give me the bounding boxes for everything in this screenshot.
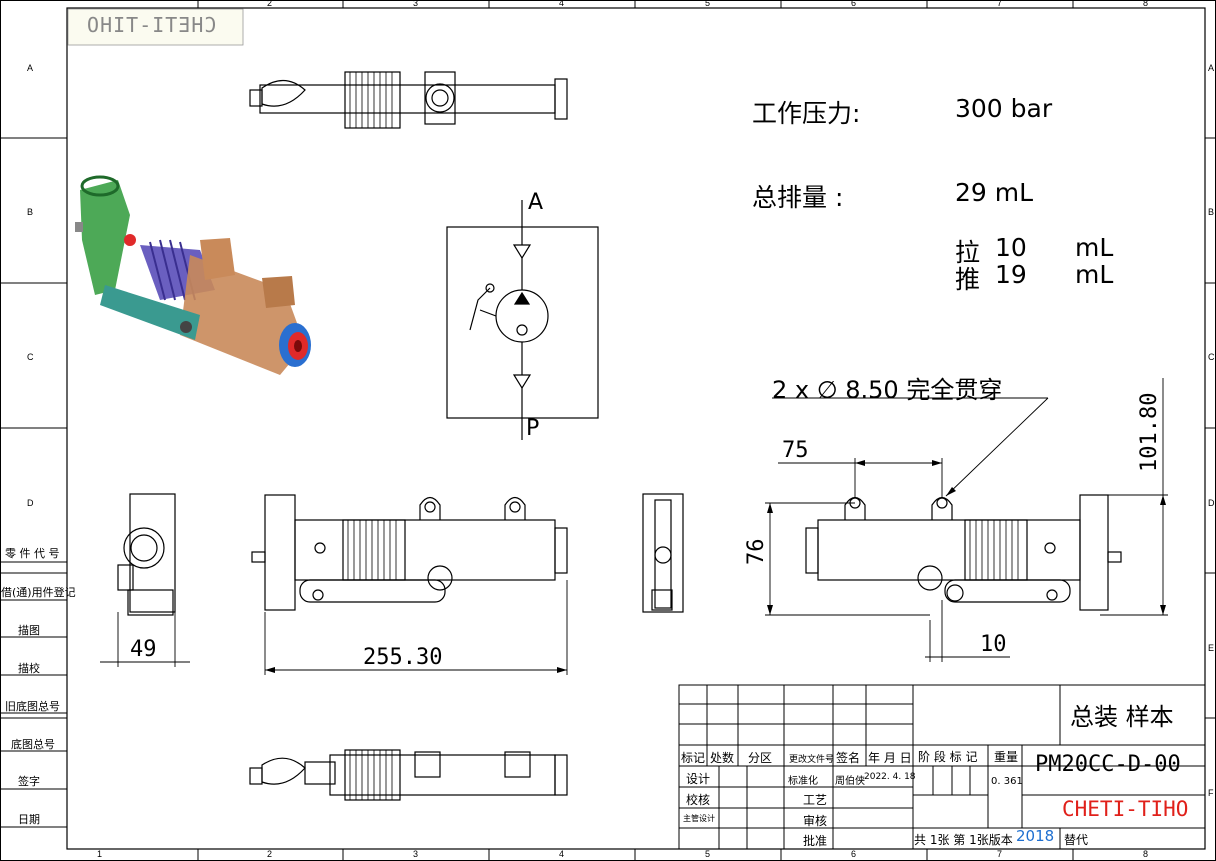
port-a-label: A — [528, 190, 544, 215]
tb-weight-label: 重量 — [994, 750, 1019, 764]
side-label-part-no: 零 件 代 号 — [5, 547, 60, 560]
isometric-render — [75, 175, 311, 375]
tb-date: 2022. 4. 18 — [864, 772, 916, 782]
row-label-b: B — [27, 207, 34, 217]
pull-label: 拉 — [955, 238, 981, 267]
tb-replace: 替代 — [1064, 833, 1089, 847]
tb-header-change-doc: 更改文件号 — [789, 755, 835, 765]
col-label-2: 2 — [267, 849, 273, 859]
watermark-box — [67, 8, 244, 46]
col-label-5: 5 — [705, 849, 711, 859]
push-unit: mL — [1075, 260, 1114, 289]
col-label-7: 7 — [997, 849, 1003, 859]
side-label-tracing: 描图 — [18, 624, 40, 637]
tb-company: CHETI-TIHO — [1062, 797, 1189, 821]
row-label-e-right: E — [1208, 643, 1215, 653]
col-label-top-8: 8 — [1143, 0, 1149, 8]
pressure-label: 工作压力: — [752, 99, 861, 128]
hydraulic-schematic — [446, 200, 599, 440]
pull-unit: mL — [1075, 233, 1114, 262]
tb-role-approve: 批准 — [803, 834, 828, 848]
dim-49: 49 — [130, 637, 157, 662]
dim-255-30: 255.30 — [363, 645, 443, 670]
side-label-date: 日期 — [18, 813, 40, 826]
end-view-left — [117, 493, 176, 616]
tb-drawing-number: PM20CC-D-00 — [1035, 752, 1181, 777]
tb-header-date: 年 月 日 — [868, 751, 912, 765]
row-label-a-right: A — [1208, 63, 1215, 73]
front-view — [251, 494, 568, 611]
side-label-trace-check: 描校 — [18, 662, 40, 675]
rear-view — [805, 494, 1122, 611]
col-label-top-6: 6 — [851, 0, 857, 8]
row-label-c-right: C — [1208, 352, 1215, 362]
tb-header-count: 处数 — [710, 751, 735, 765]
row-label-d: D — [27, 498, 34, 508]
tb-role-standard: 标准化 — [788, 776, 818, 787]
side-label-rules — [0, 561, 67, 828]
tb-role-design: 设计 — [686, 772, 711, 786]
row-label-f-right: F — [1208, 788, 1214, 798]
dim-76: 76 — [744, 538, 769, 566]
dimension-arrows — [265, 460, 1166, 673]
col-label-8: 8 — [1143, 849, 1149, 859]
col-label-top-2: 2 — [267, 0, 273, 8]
row-label-b-right: B — [1208, 207, 1215, 217]
row-label-d-right: D — [1208, 498, 1215, 508]
mirrored-watermark: CHETI-TIHO — [86, 13, 217, 37]
col-label-top-3: 3 — [413, 0, 419, 8]
pull-value: 10 — [995, 233, 1027, 262]
col-label-1: 1 — [97, 849, 103, 859]
push-label: 推 — [955, 265, 981, 294]
push-value: 19 — [995, 260, 1027, 289]
dim-75: 75 — [782, 438, 809, 463]
tb-role-review: 审核 — [803, 814, 828, 828]
tb-header-zone: 分区 — [748, 751, 773, 765]
tb-role-process: 工艺 — [803, 793, 828, 807]
tb-designer: 周伯侠 — [835, 776, 865, 787]
tb-stage-label: 阶 段 标 记 — [918, 750, 978, 764]
side-label-signature: 签字 — [18, 775, 40, 788]
inner-frame — [66, 7, 1206, 850]
hole-note: 2 x ∅ 8.50 完全贯穿 — [772, 376, 1003, 404]
col-label-6: 6 — [851, 849, 857, 859]
row-label-a: A — [27, 63, 34, 73]
col-label-top-5: 5 — [705, 0, 711, 8]
tb-version: 2018 — [1016, 827, 1055, 845]
port-p-label: P — [526, 416, 540, 441]
tb-weight-value: 0. 361 — [991, 776, 1023, 787]
dim-101-80: 101.80 — [1137, 392, 1162, 472]
bottom-view — [249, 749, 568, 801]
col-label-4: 4 — [559, 849, 565, 859]
tb-role-check: 校核 — [686, 793, 711, 807]
side-label-old-base: 旧底图总号 — [5, 700, 60, 713]
dim-10: 10 — [980, 632, 1007, 657]
col-label-top-7: 7 — [997, 0, 1003, 8]
row-label-c: C — [27, 352, 34, 362]
title-block-grid — [678, 684, 1206, 850]
displacement-value: 29 mL — [955, 178, 1034, 207]
col-label-3: 3 — [413, 849, 419, 859]
tb-title: 总装 样本 — [1070, 703, 1174, 731]
col-label-top-4: 4 — [559, 0, 565, 8]
displacement-label: 总排量 : — [752, 183, 844, 212]
tb-header-sign: 签名 — [836, 751, 861, 765]
dimension-lines — [100, 378, 1168, 675]
tb-sheet-info: 共 1张 第 1张版本 — [914, 833, 1013, 847]
pressure-value: 300 bar — [955, 94, 1053, 123]
end-view-right — [642, 493, 684, 613]
side-label-base: 底图总号 — [11, 738, 55, 751]
top-view — [249, 71, 568, 129]
side-label-borrowed: 借(通)用件登记 — [1, 586, 76, 599]
tb-header-mark: 标记 — [681, 751, 706, 765]
tb-role-chief: 主管设计 — [683, 814, 715, 823]
